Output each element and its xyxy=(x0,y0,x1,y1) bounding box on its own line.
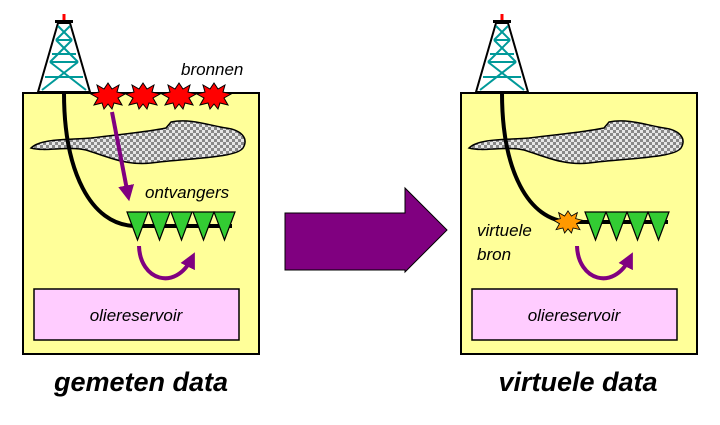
receivers-label: ontvangers xyxy=(145,183,230,202)
reflection-arrow xyxy=(137,245,195,281)
reservoir-label: oliereservoir xyxy=(528,306,622,325)
oil-reservoir xyxy=(471,288,678,341)
virtual-data-panel: virtuele bron oliereservoir virtuele dat… xyxy=(460,13,698,397)
drilling-derrick-icon xyxy=(37,13,91,93)
measured-data-caption: gemeten data xyxy=(53,367,228,397)
sources-label: bronnen xyxy=(181,60,243,79)
oil-reservoir xyxy=(33,288,240,341)
measured-data-panel: bronnen ontvangers oliereservoir gemeten… xyxy=(22,13,260,397)
virtual-source-label-line2: bron xyxy=(477,245,511,264)
transform-arrow xyxy=(284,186,448,274)
well-bore xyxy=(62,92,232,228)
virtual-source-label-line1: virtuele xyxy=(477,221,532,240)
drilling-derrick-icon xyxy=(475,13,529,93)
reservoir-label: oliereservoir xyxy=(90,306,184,325)
reflection-arrow xyxy=(575,245,633,281)
wave-down-arrow xyxy=(110,111,135,202)
virtual-data-caption: virtuele data xyxy=(498,367,657,397)
